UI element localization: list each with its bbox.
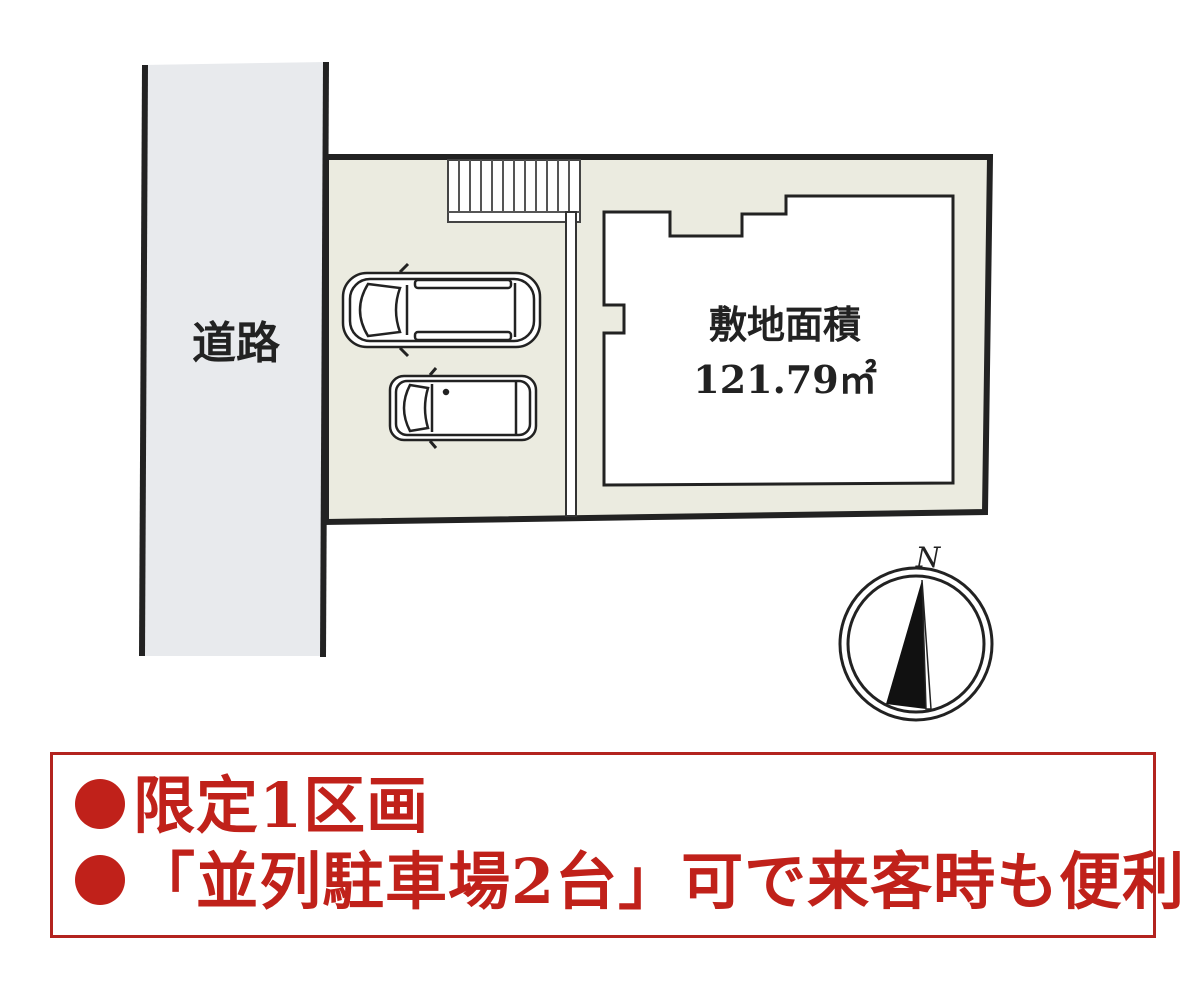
lot-area-value: 121.79㎡ [693,357,876,402]
promo-line-text: 限定1区画 [133,769,430,842]
road-label: 道路 [192,318,281,369]
lot-area-label: 敷地面積 [709,302,861,347]
bullet-icon [75,855,125,905]
bullet-icon [75,779,125,829]
north-label: N [915,541,942,574]
north-arrow-icon [838,566,994,722]
promo-line-text: 「並列駐車場2台」可で来客時も便利 [133,845,1186,918]
promo-line-limited: 限定1区画 [75,771,429,841]
promo-box: 限定1区画 「並列駐車場2台」可で来客時も便利 [50,752,1184,938]
building-footprint [602,194,955,487]
promo-line-parking: 「並列駐車場2台」可で来客時も便利 [75,847,1185,917]
minivan-icon [341,262,542,358]
entrance-stairs-icon [447,159,581,223]
road-edge-left [139,64,148,657]
divider-wall [565,211,577,517]
road [141,62,326,656]
site-plan-diagram: 道路 敷地面積 121.79㎡ [139,61,994,722]
compact-car-icon [388,367,538,449]
